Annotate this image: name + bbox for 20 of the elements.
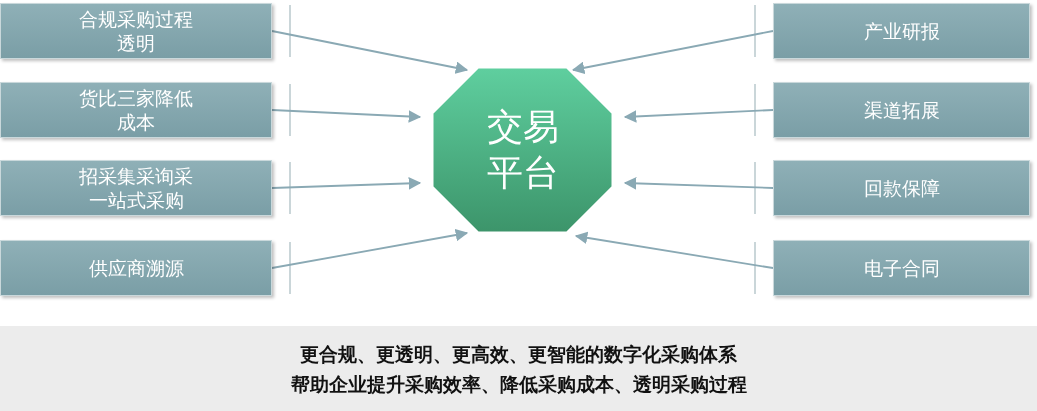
octagon-node [430,65,615,235]
arrow [574,231,774,269]
feature-box: 合规采购过程透明 [0,3,272,59]
arrow [623,109,774,123]
feature-box: 电子合同 [773,240,1030,296]
node-title: 交易平台 [485,105,560,195]
footer-text: 更合规、更透明、更高效、更智能的数字化采购体系 [299,342,738,367]
feature-box: 招采集采询采一站式采购 [0,160,272,216]
arrow [271,109,422,123]
feature-box: 货比三家降低成本 [0,82,272,138]
feature-box: 供应商溯源 [0,240,272,296]
feature-box: 回款保障 [773,160,1030,216]
feature-box: 渠道拓展 [773,82,1030,138]
arrow [623,177,774,190]
arrow [271,177,422,190]
arrow [271,30,469,74]
arrow [271,228,469,269]
feature-box: 产业研报 [773,3,1030,59]
arrow [571,30,774,74]
footer-text: 帮助企业提升采购效率、降低采购成本、透明采购过程 [289,372,748,397]
